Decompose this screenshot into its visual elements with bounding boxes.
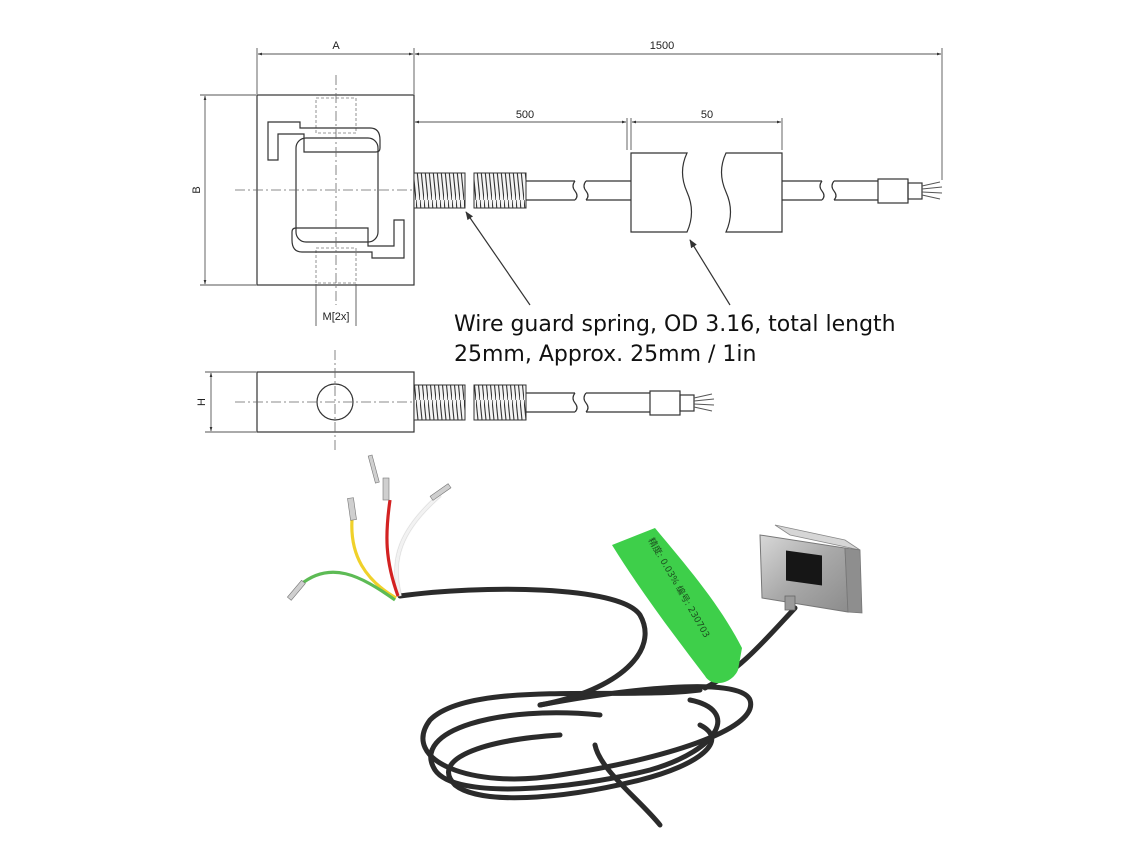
terminal-pin-top: [367, 454, 380, 484]
cable-to-wires: [397, 586, 648, 708]
leader-arrow-spring: [465, 211, 531, 306]
front-view-drawing: A 1500 500 50 B M[2x]: [191, 40, 943, 326]
dimension-sleeve: 50: [630, 109, 783, 150]
side-cable-segment-2: [586, 392, 650, 413]
dimension-spring: 500: [414, 109, 628, 150]
cable-coil: [397, 586, 798, 828]
side-spring-segment-1: [413, 384, 466, 421]
dimension-h: H: [196, 371, 256, 433]
sleeve-right: [720, 152, 783, 233]
coil-loop-3: [446, 722, 715, 801]
side-cable-break: [572, 392, 589, 413]
wire-yellow: [350, 519, 397, 600]
leader-arrow-sleeve: [689, 239, 731, 306]
calibration-label: [612, 528, 742, 684]
dim-label-a: A: [332, 40, 340, 52]
cable-segment-3: [782, 180, 822, 201]
dimension-b: B: [191, 94, 256, 286]
caption-line-2: 25mm, Approx. 25mm / 1in: [454, 342, 757, 367]
dimension-a: A: [256, 40, 415, 94]
guard-spring-segment-2: [473, 172, 527, 209]
cable-break-2: [819, 180, 837, 201]
s-slot-lower: [291, 219, 405, 259]
cable-end-tip: [907, 182, 923, 200]
wire-white: [394, 493, 442, 597]
caption-line-1: Wire guard spring, OD 3.16, total length: [454, 312, 896, 337]
dim-label-sleeve: 50: [701, 109, 713, 121]
dim-label-spring: 500: [516, 109, 534, 121]
dim-label-thread: M[2x]: [323, 311, 350, 323]
guard-spring-segment-1: [413, 172, 466, 209]
sensor-cable-gland: [784, 595, 796, 611]
terminal-red: [382, 477, 390, 501]
cable-break-1: [572, 180, 589, 201]
cable-segment-1: [526, 180, 575, 201]
sensor-photo: [759, 524, 863, 614]
wire-green: [298, 570, 396, 602]
coil-tail: [592, 742, 663, 828]
dim-label-total: 1500: [650, 40, 674, 52]
dimension-total-length: 1500: [414, 40, 943, 180]
wire-guard-caption: Wire guard spring, OD 3.16, total length…: [454, 310, 974, 370]
dim-label-h: H: [196, 398, 208, 406]
side-cable-segment-1: [526, 392, 575, 413]
product-photo: 精度: 0.03% 编号: 230703: [286, 454, 863, 828]
cable-end-wires: [921, 181, 943, 200]
dim-label-b: B: [191, 186, 203, 193]
cable-end-ferrule: [877, 178, 909, 204]
terminal-yellow: [347, 497, 357, 521]
side-cable-tip: [679, 394, 695, 412]
side-view-drawing: H: [196, 350, 715, 450]
wire-terminals: [286, 454, 452, 601]
cable-segment-2: [586, 180, 631, 201]
sensor-pocket: [786, 550, 822, 586]
cable-segment-4: [834, 180, 878, 201]
sensor-side-face: [844, 547, 863, 614]
terminal-white: [429, 483, 452, 501]
side-cable-ferrule: [649, 390, 681, 416]
s-slot-upper: [267, 121, 381, 161]
sleeve-left: [630, 152, 693, 233]
wire-red: [385, 499, 400, 597]
terminal-green: [286, 579, 306, 601]
coil-loop-1: [420, 684, 754, 782]
side-cable-wires: [693, 393, 715, 412]
dimension-thread: M[2x]: [315, 284, 357, 326]
side-spring-segment-2: [473, 384, 527, 421]
